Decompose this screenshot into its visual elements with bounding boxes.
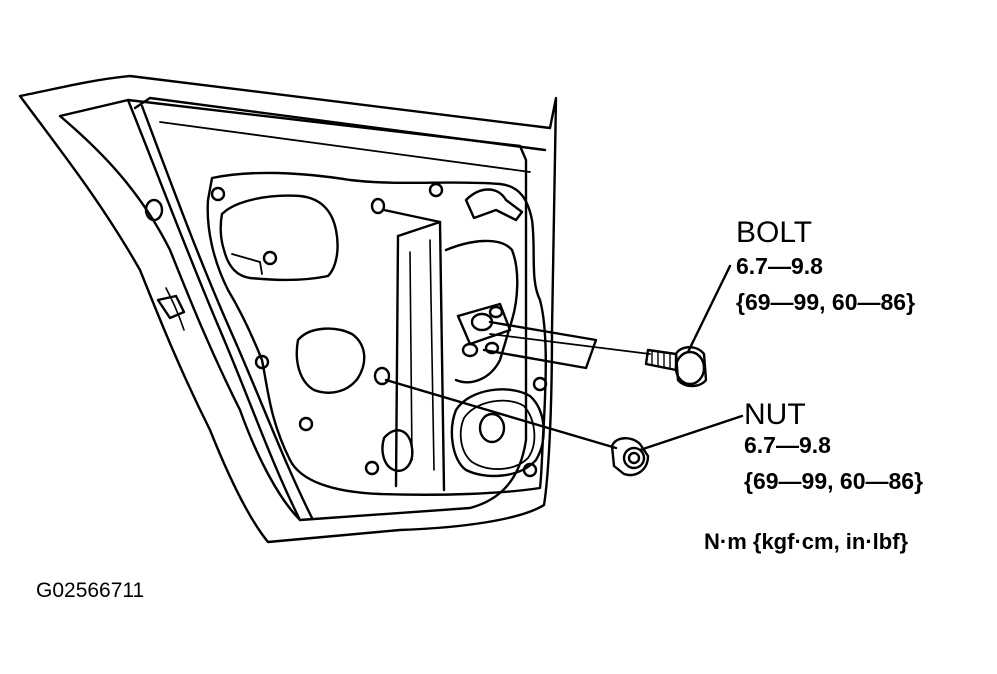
nut-label: NUT: [744, 398, 806, 431]
nut-icon: [610, 437, 650, 477]
figure-code: G02566711: [36, 579, 145, 602]
nut-leader-line: [638, 414, 744, 452]
units-note: N·m {kgf·cm, in·lbf}: [704, 529, 909, 554]
bolt-torque-nm: 6.7—9.8: [736, 253, 823, 279]
bolt-leader-line: [686, 264, 732, 354]
door-inner-frame: [58, 98, 528, 522]
bolt-icon: [644, 346, 708, 388]
door-outer-frame: [18, 74, 558, 544]
speaker: [450, 388, 545, 478]
bolt-guide-line: [482, 320, 598, 370]
nut-torque-alt: {69—99, 60—86}: [744, 468, 924, 494]
bolt-label: BOLT: [736, 216, 813, 249]
inner-panel: [206, 171, 547, 496]
bolt-torque-alt: {69—99, 60—86}: [736, 289, 916, 315]
nut-guide-line: [384, 378, 618, 450]
nut-torque-nm: 6.7—9.8: [744, 432, 831, 458]
regulator-rail: [396, 220, 446, 492]
